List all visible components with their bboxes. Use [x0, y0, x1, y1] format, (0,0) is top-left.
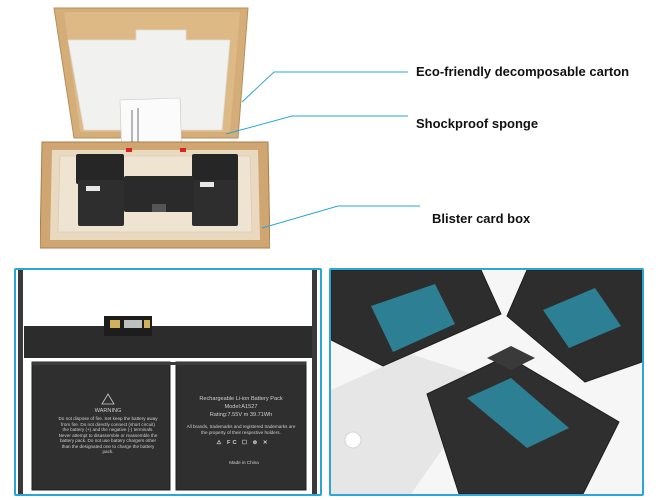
trademark-text: All brands, trademarks and registered tr… [186, 424, 296, 435]
rating-text: Rating:7.55V m 39.71Wh [209, 412, 273, 418]
callout-blister-label: Blister card box [432, 211, 531, 226]
product-name: Rechargeable Li-ion Battery Pack [199, 396, 283, 402]
battery-closeup-graphic [331, 270, 642, 494]
warning-triangle-icon [101, 393, 115, 405]
callout-sponge-label: Shockproof sponge [416, 116, 539, 131]
tape-left [371, 284, 455, 352]
tape-right-top [543, 288, 621, 348]
model-text: Model:A1527 [224, 404, 258, 410]
battery-closeup-panel [329, 268, 644, 496]
tape-front [467, 378, 569, 448]
warning-title: WARNING [94, 408, 122, 414]
battery-front-panel: WARNING Do not dispose of fire. Set keep… [14, 268, 322, 496]
made-in-text: Made in China [229, 460, 259, 465]
callout-lines [225, 71, 420, 229]
carton-photo [40, 7, 270, 249]
certification-icons: ⚠ FC ☐ ⊗ ✕ [216, 440, 270, 446]
battery-in-tray [76, 148, 238, 226]
callout-carton-label: Eco-friendly decomposable carton [416, 64, 630, 79]
battery-front-graphic [18, 270, 317, 494]
warning-text: Do not dispose of fire. Set keep the bat… [58, 416, 158, 454]
